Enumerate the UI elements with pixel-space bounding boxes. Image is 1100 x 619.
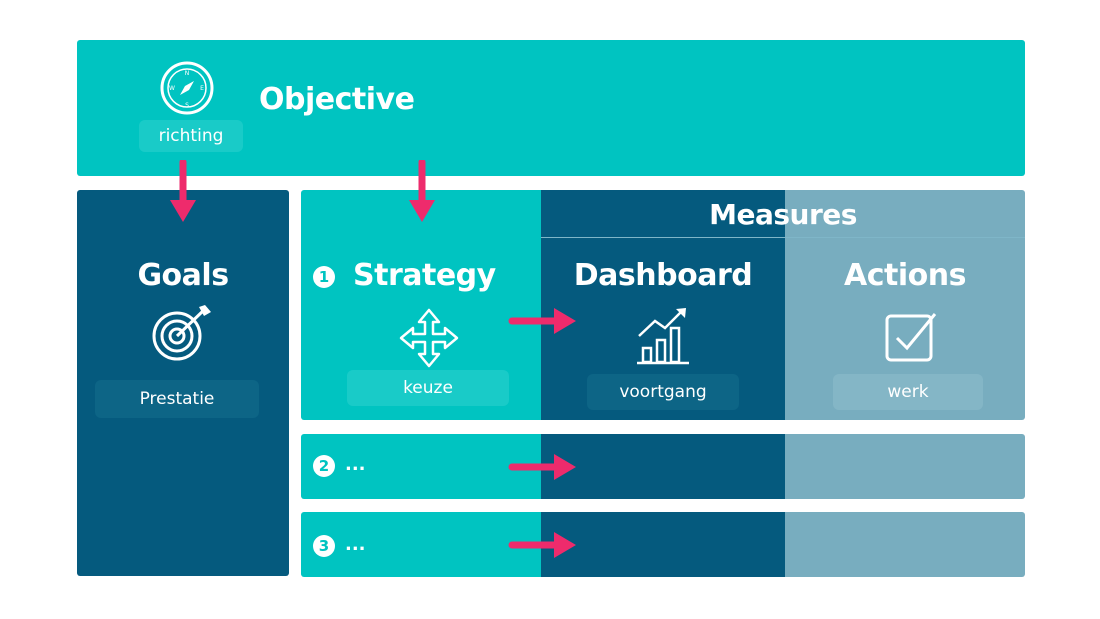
dashboard-row-3 (541, 512, 785, 577)
checkbox-icon (881, 308, 941, 368)
move-arrows-icon (399, 308, 459, 368)
svg-text:S: S (185, 102, 189, 109)
actions-title: Actions (844, 258, 966, 293)
row-3-number-badge: 3 (313, 535, 335, 557)
strategy-label: keuze (347, 370, 509, 406)
arrow-objective-to-strategy (409, 160, 435, 222)
goals-title: Goals (137, 258, 229, 293)
target-icon (149, 304, 215, 362)
strategy-number-badge: 1 (313, 266, 335, 288)
measures-title: Measures (709, 198, 857, 231)
arrow-strategy-to-dashboard (508, 308, 576, 334)
strategy-row-2: 2 ... (301, 434, 542, 499)
strategy-row-3: 3 ... (301, 512, 542, 577)
dashboard-cell: Dashboard voortgang (541, 190, 785, 420)
objective-banner: N S E W richting Objective (77, 40, 1025, 176)
svg-text:E: E (200, 85, 204, 92)
svg-text:W: W (169, 85, 175, 92)
actions-row-2 (785, 434, 1025, 499)
objective-title: Objective (259, 82, 415, 117)
measures-divider (541, 237, 1025, 238)
dashboard-label: voortgang (587, 374, 739, 410)
measures-header: Measures (541, 190, 1025, 238)
actions-cell: Actions werk (785, 190, 1025, 420)
strategy-number: 1 (313, 266, 335, 288)
actions-label: werk (833, 374, 983, 410)
arrow-row-3 (508, 532, 576, 558)
compass-icon: N S E W (157, 58, 217, 118)
row-2-number: 2 (313, 455, 335, 477)
row-3-number: 3 (313, 535, 335, 557)
goals-panel: Goals Prestatie (77, 190, 289, 576)
dashboard-title: Dashboard (573, 258, 753, 293)
strategy-cell: 1 Strategy keuze (301, 190, 542, 420)
row-2-text: ... (345, 454, 366, 475)
row-2-number-badge: 2 (313, 455, 335, 477)
growth-chart-icon (633, 306, 693, 366)
arrow-objective-to-goals (170, 160, 196, 222)
dashboard-row-2 (541, 434, 785, 499)
row-3-text: ... (345, 534, 366, 555)
svg-text:N: N (185, 70, 190, 77)
strategy-title: Strategy (353, 258, 496, 293)
arrow-row-2 (508, 454, 576, 480)
actions-row-3 (785, 512, 1025, 577)
goals-label: Prestatie (95, 380, 259, 418)
objective-icon-label: richting (139, 120, 243, 152)
